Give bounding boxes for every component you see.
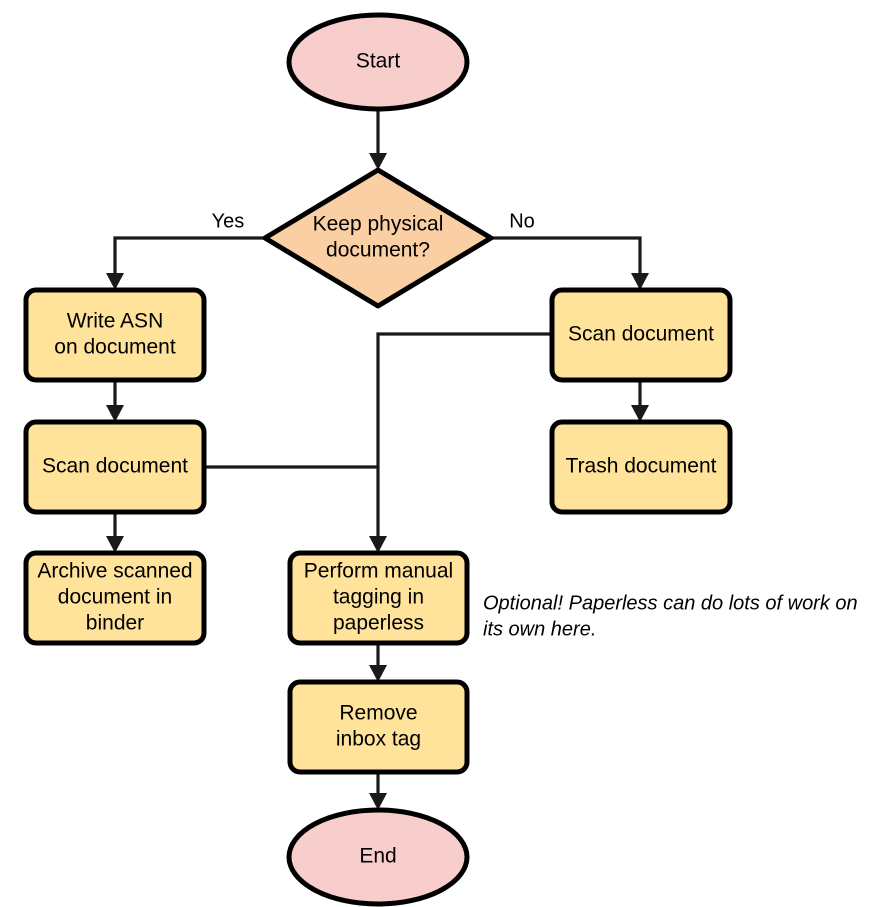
node-label-archive-binder-line-0: Archive scanned	[37, 560, 192, 583]
node-label-manual-tagging-line-0: Perform manual	[304, 560, 453, 583]
node-label-write-asn-line-0: Write ASN	[67, 310, 163, 333]
edge-manual-tagging-to-remove-inbox	[369, 643, 387, 682]
node-label-write-asn-line-1: on document	[54, 336, 176, 359]
edge-remove-inbox-to-end	[369, 772, 387, 810]
node-label-manual-tagging-line-1: tagging in	[333, 586, 424, 609]
process-rect[interactable]	[23, 287, 207, 383]
node-label-scan-document-left-line-0: Scan document	[42, 455, 188, 478]
annotation-optional-note: Optional! Paperless can do lots of work …	[483, 592, 858, 640]
arrowhead-icon	[631, 273, 649, 290]
node-label-end-line-0: End	[359, 845, 396, 868]
decision-diamond[interactable]	[262, 167, 494, 309]
annotation-line-0: Optional! Paperless can do lots of work …	[483, 592, 858, 614]
node-label-keep-physical-line-1: document?	[326, 239, 430, 262]
node-scan-document-right[interactable]: Scan document	[549, 287, 733, 383]
edge-line	[491, 236, 642, 283]
arrowhead-icon	[106, 536, 124, 553]
arrowhead-icon	[369, 793, 387, 810]
node-label-archive-binder-line-1: document in	[58, 586, 172, 609]
process-rect[interactable]	[23, 550, 207, 646]
edge-decision-yes-to-write-asn: Yes	[106, 210, 265, 290]
node-label-scan-document-right-line-0: Scan document	[568, 323, 714, 346]
process-rect[interactable]	[287, 679, 470, 775]
process-rect[interactable]	[549, 287, 733, 383]
node-end[interactable]: End	[286, 807, 470, 907]
arrowhead-icon	[631, 405, 649, 422]
arrowhead-icon	[369, 665, 387, 682]
node-label-trash-document-line-0: Trash document	[566, 455, 717, 478]
annotations-layer: Optional! Paperless can do lots of work …	[483, 592, 858, 640]
node-label-archive-binder-line-2: binder	[86, 612, 144, 635]
arrowhead-icon	[369, 536, 387, 553]
node-write-asn[interactable]: Write ASN on document	[23, 287, 207, 383]
edge-start-to-decision	[369, 109, 387, 170]
arrowhead-icon	[369, 153, 387, 170]
edge-line	[376, 332, 552, 546]
edge-label-decision-no-to-scan-right: No	[509, 210, 535, 232]
node-label-remove-inbox-tag-line-0: Remove	[339, 702, 417, 725]
node-manual-tagging[interactable]: Perform manual tagging in paperless	[287, 550, 470, 646]
edge-scan-right-to-manual-tagging	[369, 332, 552, 553]
node-label-manual-tagging-line-2: paperless	[333, 612, 424, 635]
node-label-start-line-0: Start	[356, 50, 401, 73]
edge-scan-left-to-archive	[106, 512, 124, 553]
node-trash-document[interactable]: Trash document	[549, 419, 733, 515]
arrowhead-icon	[106, 405, 124, 422]
node-label-keep-physical-line-0: Keep physical	[313, 213, 444, 236]
arrowhead-icon	[106, 273, 124, 290]
edge-line	[113, 236, 265, 283]
edge-write-asn-to-scan-left	[106, 380, 124, 422]
process-rect[interactable]	[287, 550, 470, 646]
node-scan-document-left[interactable]: Scan document	[23, 419, 207, 515]
terminator-ellipse[interactable]	[286, 807, 470, 907]
annotation-line-1: its own here.	[483, 618, 596, 640]
process-rect[interactable]	[549, 419, 733, 515]
edges-layer: Yes No	[106, 109, 649, 810]
node-archive-binder[interactable]: Archive scanned document in binder	[23, 550, 207, 646]
terminator-ellipse[interactable]	[286, 12, 470, 112]
node-label-remove-inbox-tag-line-1: inbox tag	[336, 728, 421, 751]
node-start[interactable]: Start	[286, 12, 470, 112]
edge-label-decision-yes-to-write-asn: Yes	[212, 210, 245, 232]
edge-scan-right-to-trash	[631, 380, 649, 422]
node-keep-physical[interactable]: Keep physical document?	[262, 167, 494, 309]
edge-decision-no-to-scan-right: No	[491, 210, 649, 290]
process-rect[interactable]	[23, 419, 207, 515]
node-remove-inbox-tag[interactable]: Remove inbox tag	[287, 679, 470, 775]
